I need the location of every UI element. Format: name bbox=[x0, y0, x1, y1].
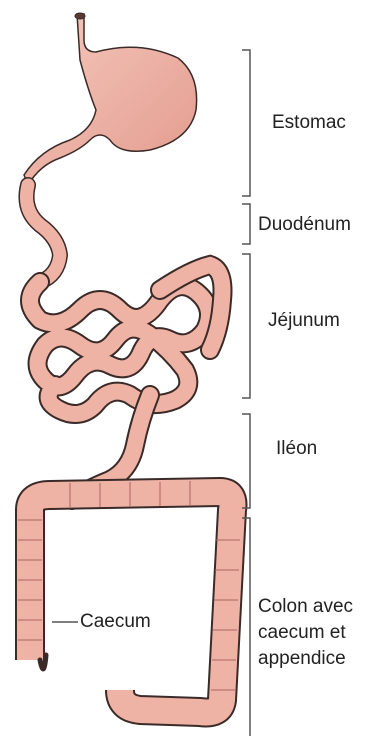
label-caecum: Caecum bbox=[80, 611, 151, 634]
bracket-stomach bbox=[242, 50, 250, 196]
label-duodenum: Duodénum bbox=[258, 214, 351, 237]
bracket-jejunum bbox=[242, 254, 250, 398]
label-colon: Colon avec caecum et appendice bbox=[258, 594, 353, 672]
label-ileon: Iléon bbox=[276, 438, 317, 461]
bracket-duodenum bbox=[242, 204, 250, 244]
label-jejunum: Jéjunum bbox=[268, 310, 340, 333]
jejunum-shape bbox=[30, 265, 223, 414]
colon-shape bbox=[18, 481, 240, 713]
label-brackets bbox=[242, 50, 250, 736]
label-estomac: Estomac bbox=[272, 112, 346, 135]
stomach-shape bbox=[24, 13, 197, 185]
duodenum-shape bbox=[27, 185, 61, 282]
